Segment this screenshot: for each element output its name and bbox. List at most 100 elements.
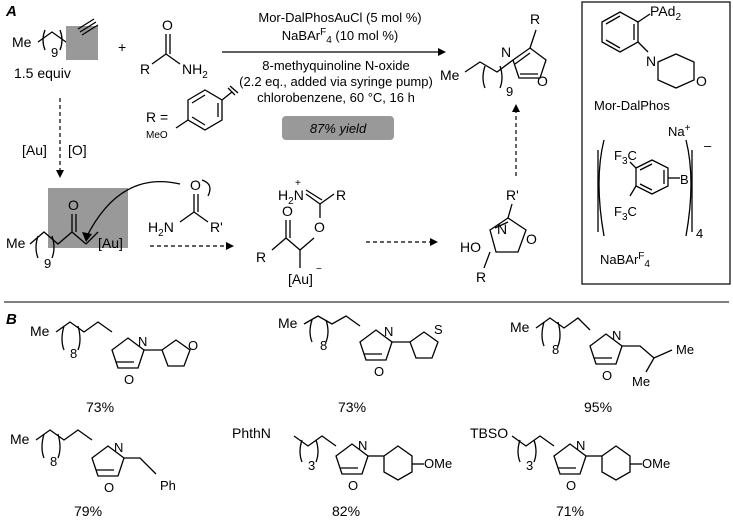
conditions: Mor-DalPhosAuCl (5 mol %) NaBArF4 (10 mo… <box>222 10 446 140</box>
f3c-bottom: F3C <box>614 204 637 223</box>
alkyne-me: Me <box>12 34 32 50</box>
b2-brackets <box>309 319 329 343</box>
b2-oxazole <box>359 329 393 361</box>
ligand-name: Mor-DalPhos <box>594 98 670 113</box>
cond-line2: NaBArF4 (10 mol %) <box>282 27 398 46</box>
int1-o: O <box>68 197 79 213</box>
yield-badge <box>282 116 394 140</box>
alkyne-brackets <box>42 29 63 51</box>
b1-o: O <box>124 372 134 387</box>
yield-text: 87% yield <box>310 121 367 136</box>
b4-n: N <box>114 440 123 455</box>
int1-carbonyl <box>71 214 77 232</box>
au-label: [Au] <box>22 142 47 158</box>
b5-chain-index: 3 <box>308 458 315 473</box>
b1-chain <box>55 321 113 333</box>
int2-o2: O <box>282 203 293 219</box>
arrow-step-3-head <box>430 238 438 246</box>
b6-yield: 71% <box>556 503 584 519</box>
amide-r: R <box>140 61 150 77</box>
int3-ho: HO <box>460 239 481 255</box>
b3-me: Me <box>632 374 650 389</box>
intermediate-3: N O R' HO R <box>460 187 537 285</box>
amide2-bonds <box>179 211 209 223</box>
b5-n: N <box>358 438 367 453</box>
r-equals: R = <box>146 109 168 125</box>
product-o: O <box>537 73 548 89</box>
b5-yield: 82% <box>332 503 360 519</box>
b3-me: Me <box>510 319 530 335</box>
amide-reagent: R O NH2 <box>140 17 208 81</box>
int3-ring <box>489 217 527 253</box>
au-o-step: [Au] [O] <box>22 98 87 178</box>
b3-yield: 95% <box>584 399 612 415</box>
alkyne-equiv: 1.5 equiv <box>14 65 71 81</box>
b3-o: O <box>602 368 612 383</box>
wavy-bond <box>221 85 239 101</box>
amide-nh2: NH2 <box>182 61 208 81</box>
amide-carbonyl <box>165 34 171 54</box>
int3-r: R <box>476 269 486 285</box>
b1-n: N <box>138 334 147 349</box>
product-b4: Me 8 N O Ph 79% <box>10 429 176 519</box>
b2-n: N <box>384 324 393 339</box>
product-b6: TBSO 3 N O OMe 71% <box>470 425 670 519</box>
int2-backbone <box>271 237 315 251</box>
int2-o1: O <box>314 219 325 235</box>
product-n: N <box>501 44 511 60</box>
barf-bracket-right <box>685 139 692 237</box>
b3-oxazole <box>589 333 623 365</box>
b4-vinyl <box>124 457 157 475</box>
product-index: 9 <box>506 84 513 99</box>
reaction-arrowhead <box>438 48 446 56</box>
morph-bond <box>637 41 649 53</box>
int2-plus: + <box>295 178 301 189</box>
product-brackets <box>482 65 503 89</box>
b5-ome: OMe <box>424 456 452 471</box>
barf-bracket-left <box>598 139 605 237</box>
b4-chain-index: 8 <box>50 454 57 469</box>
b2-yield: 73% <box>338 399 366 415</box>
f3c-top: F3C <box>614 148 637 167</box>
int3-n: N <box>497 221 507 237</box>
b3-me-right: Me <box>676 342 694 357</box>
b5-aryl <box>383 445 413 481</box>
salt-name: NaBArF4 <box>600 251 650 270</box>
b2-me: Me <box>278 315 298 331</box>
b2-chain-index: 8 <box>320 338 327 353</box>
b1-yield: 73% <box>86 399 114 415</box>
cond-line1: Mor-DalPhosAuCl (5 mol %) <box>258 10 421 25</box>
morph-o: O <box>696 73 707 89</box>
cond-line4: (2.2 eq., added via syringe pump) <box>239 74 433 89</box>
morph-ring <box>657 53 695 89</box>
product-r-bond <box>529 29 537 49</box>
alkyne-triple-1 <box>79 21 97 33</box>
alkyne-index: 9 <box>51 45 58 60</box>
b6-ome: OMe <box>642 456 670 471</box>
int2-carbonyl <box>285 220 291 238</box>
amide-o: O <box>162 17 173 33</box>
b3-n: N <box>612 328 621 343</box>
b1-oxazole <box>111 337 145 369</box>
b3-brackets <box>541 321 561 347</box>
b3-chain <box>535 317 591 331</box>
b5-o: O <box>348 478 358 493</box>
dalphos-double <box>605 15 635 49</box>
amide2-carbonyl <box>193 194 199 212</box>
au-o-arrowhead <box>56 170 64 178</box>
cond-line5: chlorobenzene, 60 °C, 16 h <box>257 90 415 105</box>
int1-brackets <box>35 235 55 259</box>
cond-line3: 8-methyquinoline N-oxide <box>262 58 409 73</box>
b2-thiophene <box>409 331 439 359</box>
b6-oxazole <box>553 443 587 475</box>
intermediate-1: Me 9 O [Au] <box>6 180 181 271</box>
morph-n: N <box>646 53 656 69</box>
meo-bond <box>175 119 189 129</box>
b1-furan-o: O <box>188 338 198 353</box>
barf-ring <box>635 159 669 195</box>
int3-double <box>494 221 509 229</box>
b4-me: Me <box>10 431 30 447</box>
int2-h2n: H2N <box>278 187 304 207</box>
b4-oxazole <box>91 445 125 477</box>
int2-au: [Au] <box>288 271 313 287</box>
